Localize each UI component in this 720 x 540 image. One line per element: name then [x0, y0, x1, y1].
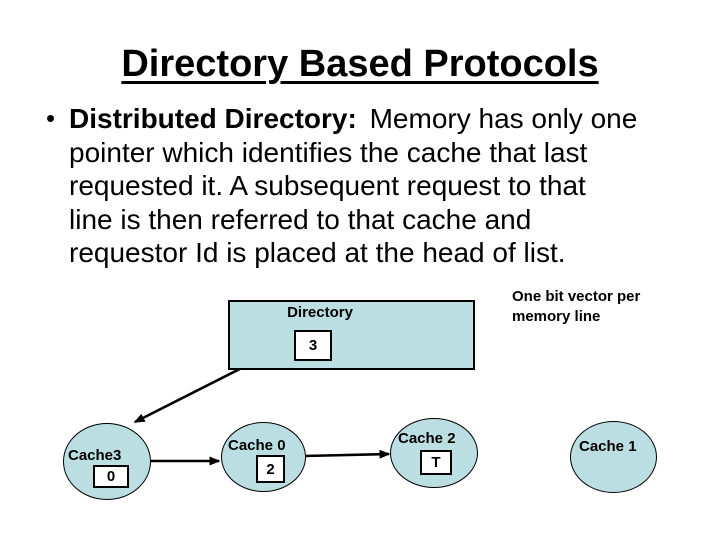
cache1-node: Cache 1 [570, 421, 657, 493]
arrow-cache0-to-cache2 [303, 449, 391, 459]
bullet-line: line is then referred to that cache and [69, 203, 532, 235]
annotation-line: One bit vector per [512, 288, 641, 305]
cache1-label: Cache 1 [579, 438, 637, 455]
cache0-label: Cache 0 [228, 437, 286, 454]
bullet-line: pointer which identifies the cache that … [69, 136, 588, 168]
one-bit-vector-annotation: One bit vector per memory line [512, 287, 640, 327]
bullet-line: requestor Id is placed at the head of li… [69, 237, 566, 268]
cache0-value-cell: 2 [256, 455, 285, 483]
cache3-label: Cache3 [68, 447, 122, 464]
bullet-text: Distributed Directory: Memory has only o… [69, 102, 637, 270]
slide-title: Directory Based Protocols [121, 43, 599, 85]
cache3-node: Cache3 0 [63, 423, 151, 500]
bullet-bold-lead: Distributed Directory: [69, 103, 357, 134]
cache2-label: Cache 2 [398, 430, 456, 447]
cache2-node: Cache 2 T [390, 418, 478, 488]
bullet-line-text: Memory has only one [361, 103, 638, 134]
directory-box: Directory 3 [228, 300, 475, 370]
bullet-line: Distributed Directory: Memory has only o… [69, 102, 637, 136]
bullet-paragraph: • Distributed Directory: Memory has only… [46, 102, 718, 270]
cache3-value-cell: 0 [93, 465, 129, 488]
directory-label: Directory [287, 304, 353, 321]
bullet-marker: • [46, 103, 56, 133]
annotation-line: memory line [512, 308, 601, 325]
cache0-node: Cache 0 2 [221, 422, 306, 492]
bullet-line: requested it. A subsequent request to th… [69, 170, 586, 201]
directory-pointer-cell: 3 [294, 330, 332, 361]
cache2-value-cell: T [420, 450, 452, 475]
